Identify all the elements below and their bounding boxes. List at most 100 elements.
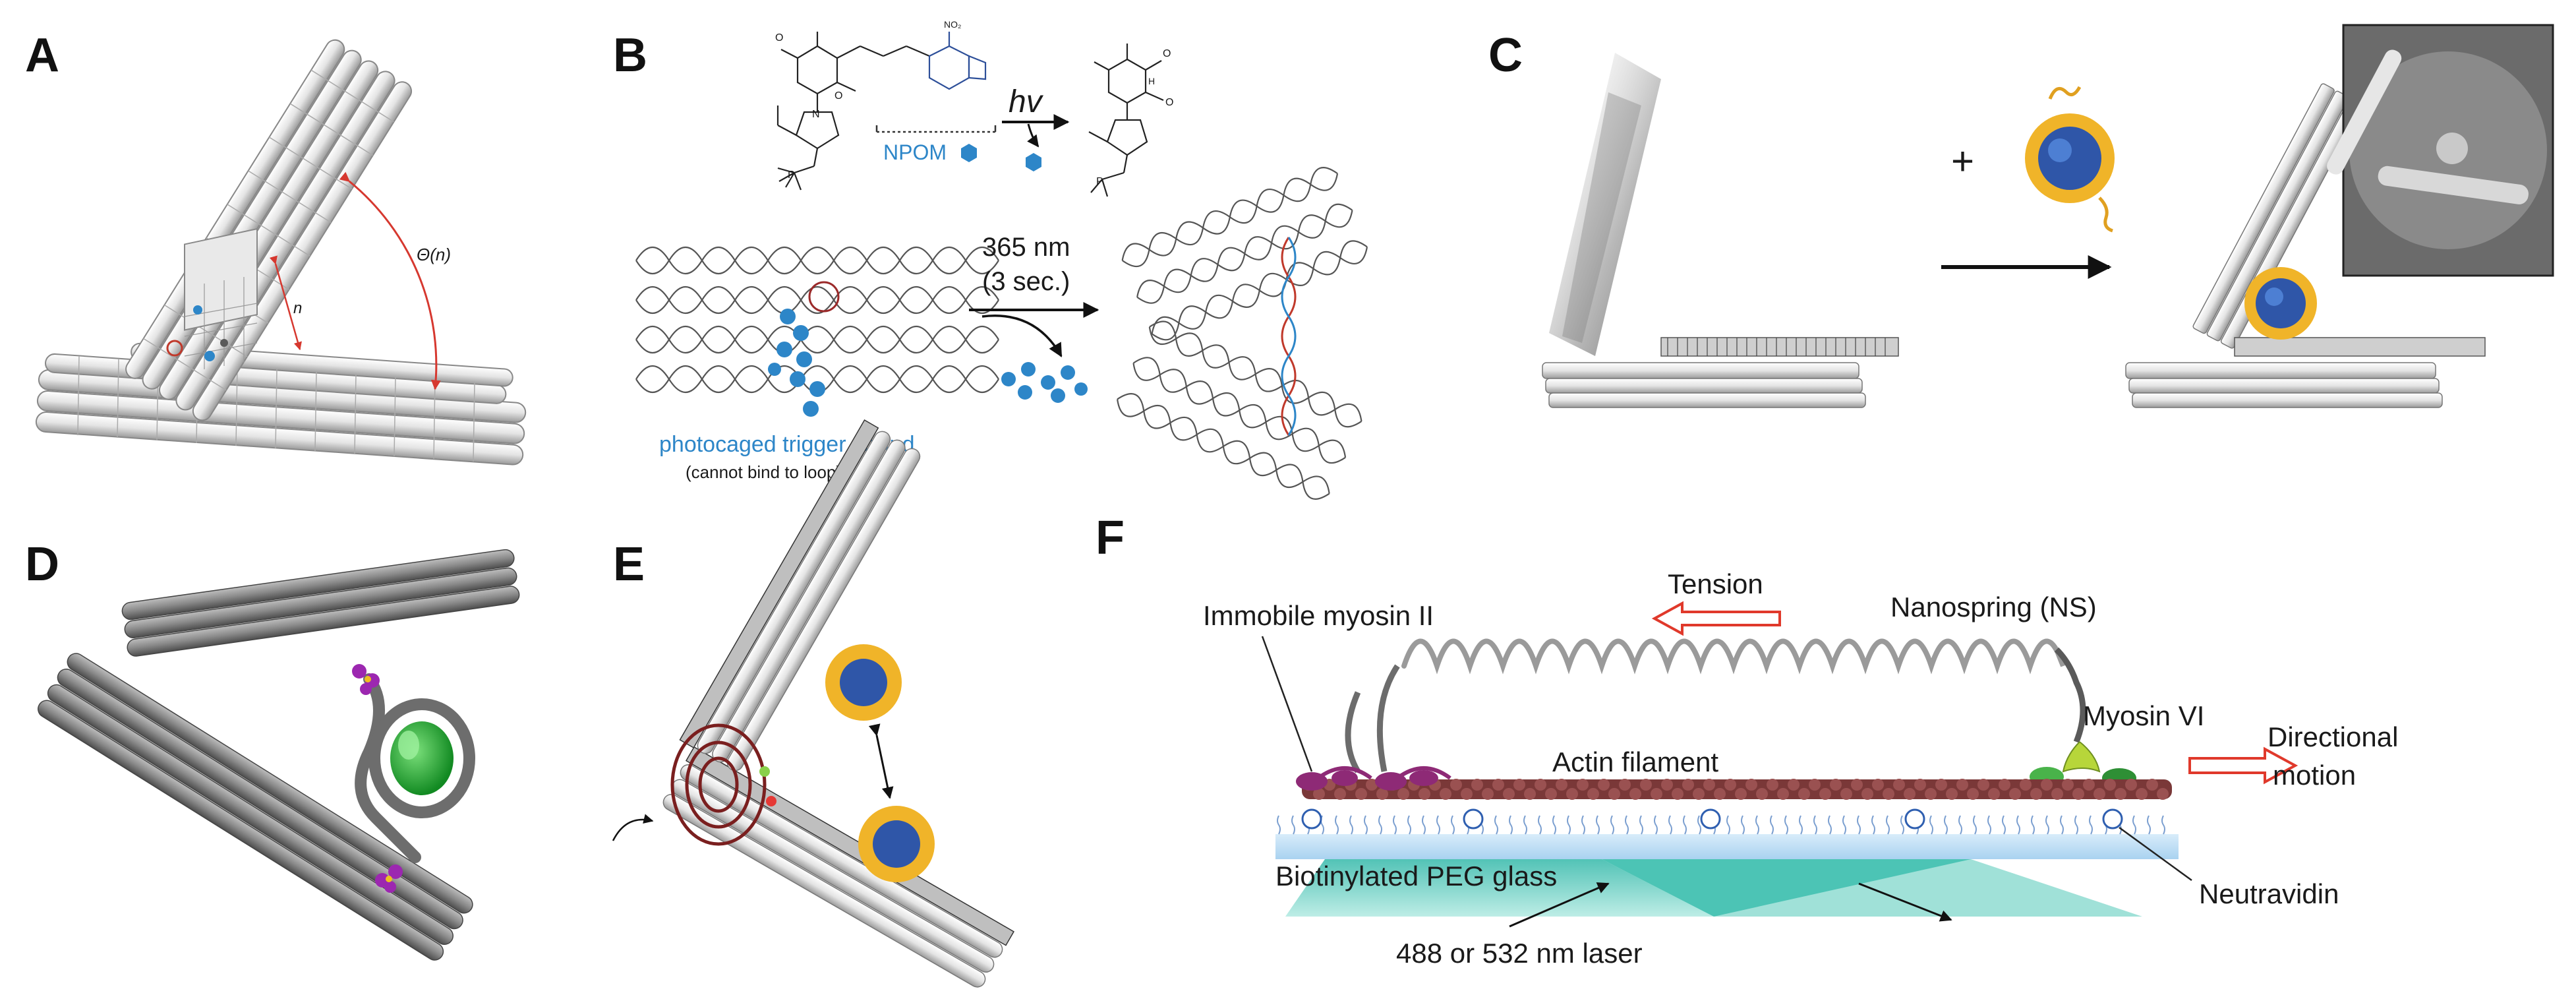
panel-b-letter: B [613, 29, 647, 82]
actin-subunit [1977, 779, 1989, 791]
peg-chain [1581, 815, 1585, 835]
peg-chain [1900, 815, 1904, 835]
panel-e-spiral-hinge [670, 723, 767, 846]
peg-chain [2074, 815, 2078, 835]
peg-chain [1770, 815, 1774, 835]
actin-subunit [1893, 779, 1905, 791]
actin-subunit [1756, 788, 1768, 800]
panel-a-base-bundle [35, 342, 527, 466]
actin-subunit [1693, 788, 1705, 800]
actin-subunit [1935, 779, 1947, 791]
actin-subunit [1967, 788, 1979, 800]
actin-subunit [1524, 788, 1536, 800]
actin-subunit [1798, 788, 1810, 800]
actin-subunit [1883, 788, 1894, 800]
actin-subunit [1830, 779, 1842, 791]
actin-subunit [1788, 779, 1800, 791]
caged-nucleoside-structure [776, 32, 987, 191]
nanospring-label: Nanospring (NS) [1890, 591, 2097, 622]
actin-subunit [1703, 779, 1715, 791]
tension-label: Tension [1668, 568, 1763, 599]
motion-label-1: Directional [2268, 721, 2398, 752]
panel-c-flexible-joint [1542, 53, 1899, 408]
peg-chain [2031, 815, 2035, 835]
actin-subunit [1914, 779, 1926, 791]
laser-pointer-out [1858, 882, 1952, 922]
actin-subunit [1651, 788, 1662, 800]
peg-chain [1654, 815, 1658, 835]
actin-subunit [1777, 788, 1789, 800]
panel-d: D [25, 538, 520, 961]
released-npom-cluster [1001, 362, 1088, 403]
panel-e-distance-arrow [868, 723, 894, 799]
actin-subunit [1999, 779, 2010, 791]
actin-subunit [2146, 779, 2158, 791]
actin-subunit [1745, 779, 1757, 791]
nanospring-left-linker [1376, 664, 1400, 772]
panel-d-ring-linker [355, 673, 475, 863]
plus-sign: + [1951, 139, 1974, 183]
svg-text:O: O [1165, 97, 1173, 108]
neutravidin-label: Neutravidin [2199, 878, 2339, 909]
actin-subunit [1640, 779, 1652, 791]
peg-chain [1291, 815, 1295, 835]
panel-e: E [612, 419, 1014, 988]
peg-chain [1828, 815, 1832, 835]
peg-chain [1552, 815, 1556, 835]
peg-chain [1755, 815, 1759, 835]
actin-subunit [1672, 788, 1683, 800]
peg-chain [2016, 815, 2020, 835]
actin-subunit [1851, 779, 1863, 791]
actin-subunit [1809, 779, 1821, 791]
angle-label: Θ(n) [417, 245, 451, 264]
actin-subunit [1545, 788, 1557, 800]
peg-chain [1422, 815, 1426, 835]
npom-hexagon-icon [961, 144, 977, 162]
svg-text:O: O [775, 32, 783, 44]
hv-label: hv [1009, 84, 1044, 119]
actin-subunit [1492, 779, 1504, 791]
peg-chain [1494, 815, 1498, 835]
peg-chain [1668, 815, 1672, 835]
peg-glass-surface [1275, 834, 2179, 859]
peg-chain [1349, 815, 1353, 835]
peg-chain [1987, 815, 1991, 835]
laser-beam [1285, 859, 1714, 917]
neutravidin-pointer [2119, 826, 2192, 882]
peg-chain [1567, 815, 1571, 835]
peg-chain [1639, 815, 1643, 835]
actin-subunit [1956, 779, 1968, 791]
peg-chain [1958, 815, 1962, 835]
actin-subunit [2083, 779, 2095, 791]
actin-subunit [1334, 788, 1346, 800]
peg-chain [1523, 815, 1527, 835]
actin-subunit [2093, 788, 2105, 800]
panel-a: A [25, 29, 527, 466]
actin-subunit [1598, 779, 1610, 791]
panel-a-strut [166, 227, 258, 369]
actin-subunit [1513, 779, 1525, 791]
actin-subunit [1608, 788, 1620, 800]
actin-subunit [2009, 788, 2021, 800]
actin-subunit [2072, 788, 2084, 800]
actin-subunit [1566, 788, 1578, 800]
peg-chain [1436, 815, 1440, 835]
peg-chain [1784, 815, 1788, 835]
actin-subunit [1313, 788, 1325, 800]
bound-trigger-duplex [1281, 237, 1297, 436]
actin-subunit [1587, 788, 1599, 800]
actin-subunit [2157, 788, 2169, 800]
peg-chain [1277, 815, 1281, 835]
actin-subunit [1366, 779, 1378, 791]
actin-subunit [1619, 779, 1631, 791]
neutravidin-beads [1301, 808, 2123, 830]
panel-e-arm-bundle [679, 419, 921, 771]
peg-chain [1610, 815, 1614, 835]
actin-subunit [2030, 788, 2042, 800]
actin-subunit [1419, 788, 1430, 800]
released-npom-icon [1026, 153, 1041, 171]
laser-pointer-in [1509, 882, 1610, 928]
peg-chain [2132, 815, 2136, 835]
laser-label: 488 or 532 nm laser [1396, 938, 1643, 969]
